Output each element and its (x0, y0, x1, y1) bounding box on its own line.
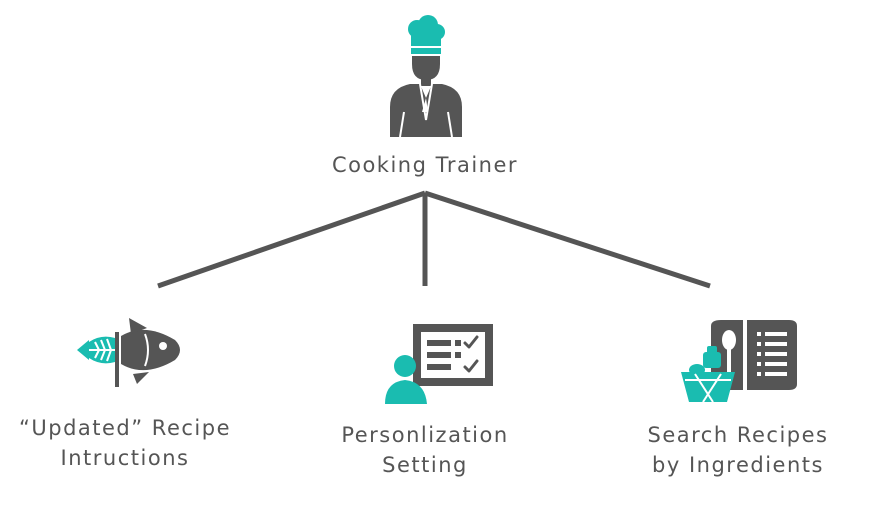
branch-3-line-1: Search Recipes (647, 423, 829, 447)
root-label: Cooking Trainer (305, 150, 545, 180)
branch-2-line-2: Setting (382, 453, 468, 477)
branch-2-line-1: Personlization (341, 423, 509, 447)
branch-3-line-2: by Ingredients (652, 453, 824, 477)
checklist-user-icon (385, 324, 493, 404)
branch-label-updated-recipe: “Updated” Recipe Intructions (0, 413, 255, 473)
chef-icon (390, 15, 462, 138)
recipe-book-icon (681, 320, 797, 403)
branch-label-search-recipes: Search Recipes by Ingredients (608, 420, 868, 480)
fish-icon (77, 318, 180, 387)
branch-1-line-1: “Updated” Recipe (18, 416, 231, 440)
connector-left (157, 190, 426, 289)
branch-label-personalization: Personlization Setting (305, 420, 545, 480)
connector-right (424, 190, 711, 289)
root-label-text: Cooking Trainer (331, 153, 519, 177)
branch-1-line-2: Intructions (60, 446, 190, 470)
